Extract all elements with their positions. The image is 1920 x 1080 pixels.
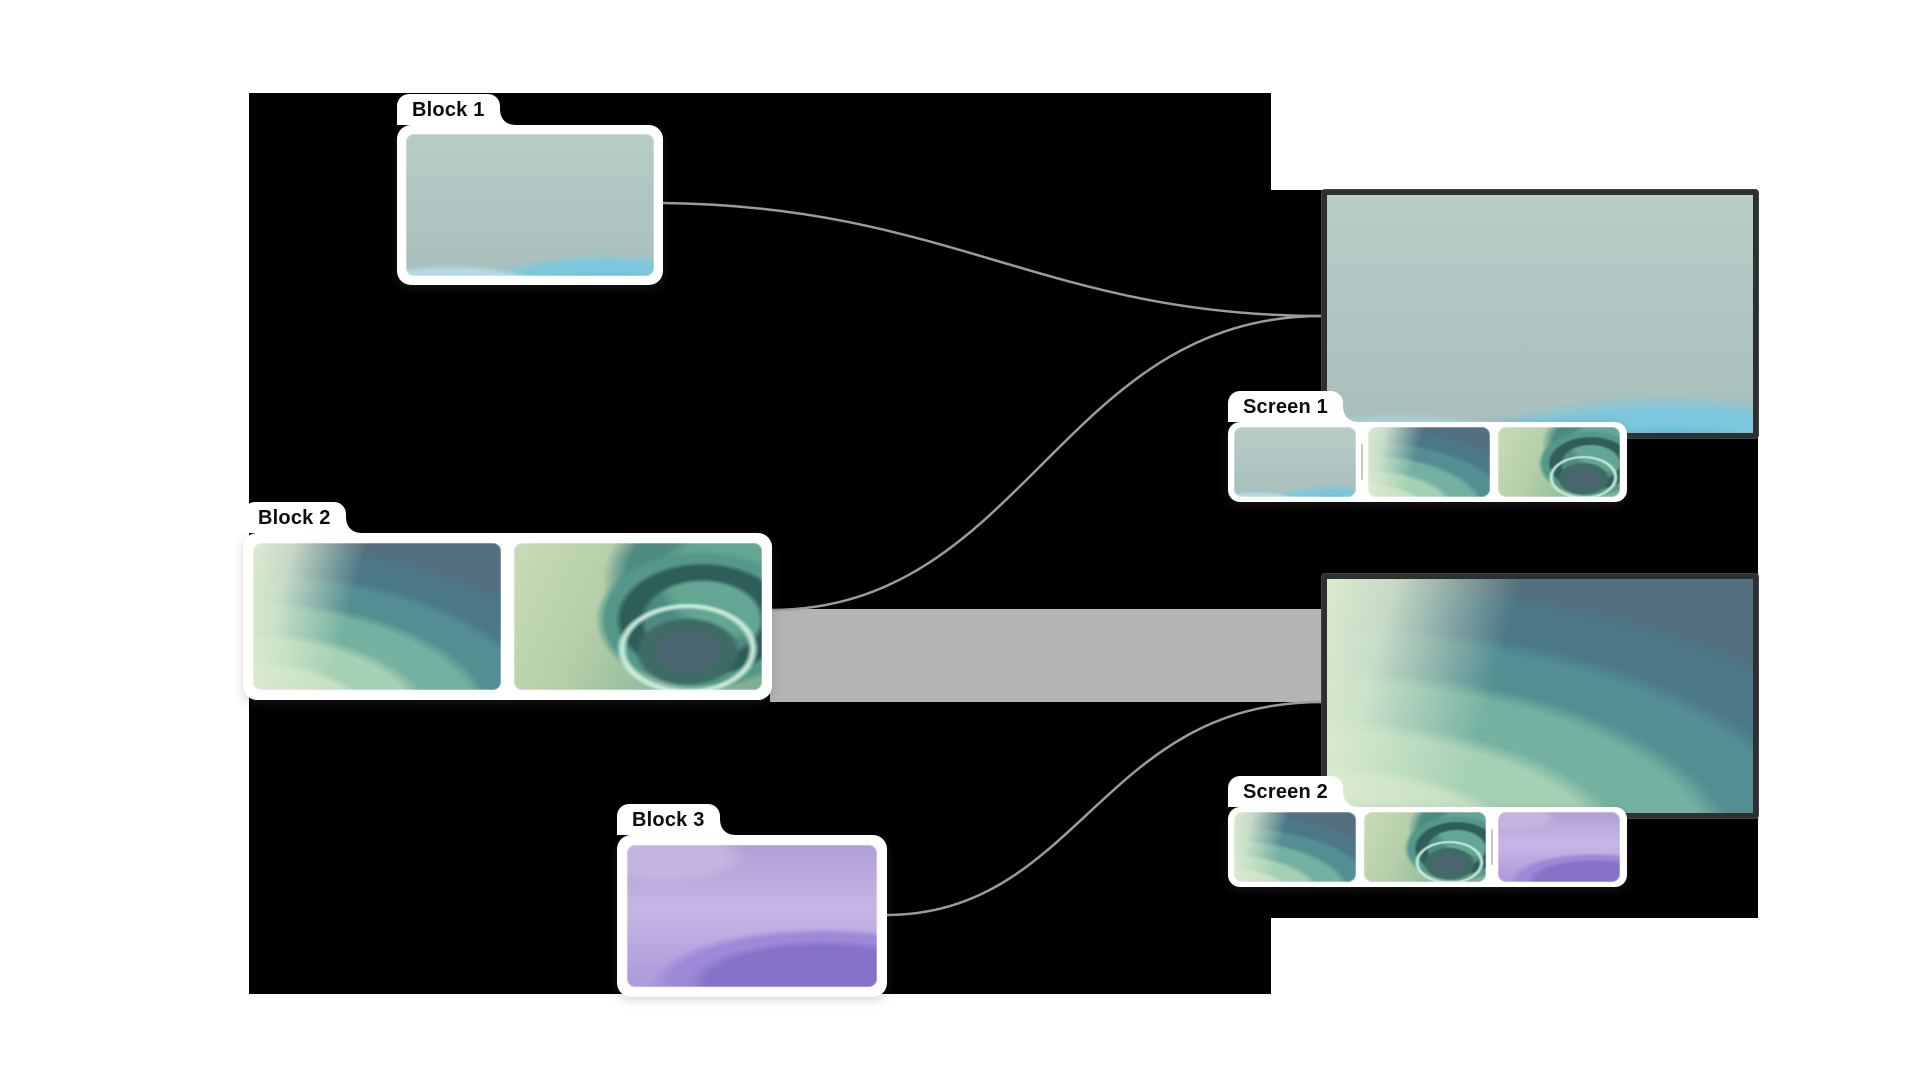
block3-card [617, 835, 887, 997]
screen2-thumbnail-green-fan [1234, 812, 1356, 882]
block2-label-tab: Block 2 [243, 502, 360, 533]
screen2-display-wallpaper-green-fan [1327, 579, 1753, 813]
screen2-label-tab: Screen 2 [1228, 776, 1357, 807]
connector-curve-block2-screen1 [769, 314, 1323, 612]
screen1-display [1322, 190, 1758, 438]
block3-label-tab: Block 3 [617, 804, 734, 835]
block1-wallpaper-teal-wave [406, 134, 654, 276]
connector-curve-block3-screen2 [884, 700, 1323, 917]
screen2-thumbnail-green-swirl [1364, 812, 1486, 882]
block3-wallpaper-purple-wave [627, 845, 877, 987]
screen1-label-tab: Screen 1 [1228, 391, 1357, 422]
screen1-card [1228, 422, 1627, 502]
block2-wallpaper-green-swirl [514, 543, 762, 690]
screen2-display [1322, 574, 1758, 818]
screen2-thumbnail-divider [1491, 829, 1493, 865]
connector-band-block2-screen2 [770, 609, 1322, 702]
screen1-thumbnail-teal-wave [1234, 427, 1356, 497]
screen2-card [1228, 807, 1627, 887]
block2-card [243, 533, 772, 700]
screen2-thumbnail-purple-wave [1498, 812, 1620, 882]
screen1-thumbnail-divider [1361, 444, 1363, 480]
screen1-display-wallpaper-teal-wave [1327, 195, 1753, 433]
block1-label-tab: Block 1 [397, 94, 514, 125]
screen1-thumbnail-green-fan [1368, 427, 1490, 497]
screen1-thumbnail-green-swirl [1498, 427, 1620, 497]
block2-wallpaper-green-fan [253, 543, 501, 690]
connector-curve-block1-screen1 [662, 201, 1323, 318]
block1-card [397, 125, 663, 285]
